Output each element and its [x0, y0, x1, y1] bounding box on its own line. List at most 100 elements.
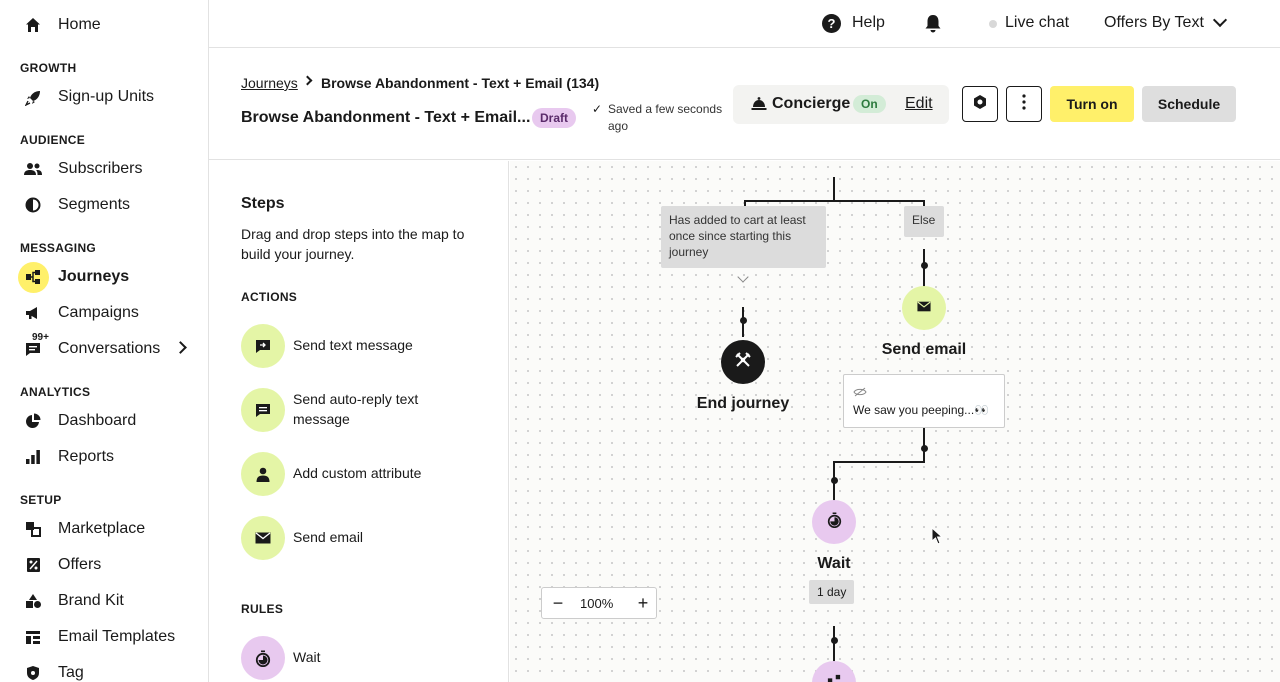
- sidebar-item-marketplace[interactable]: Marketplace: [0, 513, 208, 545]
- wait-node[interactable]: [812, 500, 856, 544]
- breadcrumb-journeys[interactable]: Journeys: [241, 75, 298, 91]
- status-badge: Draft: [532, 108, 577, 128]
- pie-chart-icon: [24, 413, 42, 429]
- top-bar: ? Help Live chat Offers By Text: [209, 0, 1280, 48]
- mouse-cursor-icon: [931, 526, 944, 550]
- concierge-edit-link[interactable]: Edit: [905, 95, 933, 112]
- sidebar-item-label: Reports: [58, 448, 115, 465]
- section-heading-audience: AUDIENCE: [20, 133, 86, 147]
- sidebar-item-label: Marketplace: [58, 520, 146, 537]
- journey-header: Journeys Browse Abandonment - Text + Ema…: [209, 49, 1280, 160]
- rocket-icon: [24, 89, 42, 106]
- step-label: Wait: [293, 649, 321, 665]
- section-heading-messaging: MESSAGING: [20, 241, 97, 255]
- email-subject: We saw you peeping...👀: [853, 403, 990, 417]
- condition-yes-branch[interactable]: Has added to cart at least once since st…: [661, 206, 826, 268]
- breadcrumb-current: Browse Abandonment - Text + Email (134): [321, 75, 600, 91]
- auto-reply-icon: [241, 388, 285, 432]
- eye-slash-icon: [853, 384, 867, 402]
- end-journey-node[interactable]: [721, 340, 765, 384]
- live-chat-status-dot: [989, 20, 997, 28]
- connector-line: [833, 626, 835, 662]
- step-send-auto-reply[interactable]: Send auto-reply text message: [241, 388, 491, 432]
- sidebar-item-dashboard[interactable]: Dashboard: [0, 405, 208, 437]
- connector-dot: [739, 316, 747, 324]
- chevron-down-icon[interactable]: [1212, 12, 1228, 28]
- sidebar-item-label: Sign-up Units: [58, 88, 155, 105]
- step-send-text-message[interactable]: Send text message: [241, 324, 491, 368]
- timer-icon: [827, 512, 842, 533]
- bell-icon[interactable]: [924, 14, 942, 38]
- envelope-icon: [241, 516, 285, 560]
- concierge-bell-icon: [751, 96, 767, 116]
- sidebar-item-subscribers[interactable]: Subscribers: [0, 153, 208, 185]
- step-send-email[interactable]: Send email: [241, 516, 491, 560]
- zoom-out-button[interactable]: −: [552, 592, 564, 613]
- section-heading-analytics: ANALYTICS: [20, 385, 91, 399]
- actions-heading: ACTIONS: [241, 290, 298, 304]
- check-icon: ✓: [592, 102, 603, 116]
- step-label: Add custom attribute: [293, 465, 422, 481]
- condition-else-branch[interactable]: Else: [904, 206, 944, 237]
- help-link[interactable]: Help: [852, 14, 885, 31]
- sidebar-item-signup-units[interactable]: Sign-up Units: [0, 81, 208, 113]
- brand-kit-icon: [24, 593, 42, 609]
- megaphone-icon: [24, 305, 42, 321]
- sidebar-item-tag[interactable]: Tag: [0, 657, 208, 682]
- users-icon: [24, 161, 42, 177]
- text-message-icon: [241, 324, 285, 368]
- send-email-label: Send email: [881, 341, 967, 358]
- home-icon: [24, 17, 42, 33]
- conversations-count-badge: 99+: [31, 332, 50, 343]
- steps-description: Drag and drop steps into the map to buil…: [241, 226, 465, 262]
- sidebar-item-journeys[interactable]: Journeys: [0, 261, 208, 293]
- sidebar-item-conversations[interactable]: Conversations: [0, 333, 208, 365]
- sidebar-item-label: Campaigns: [58, 304, 139, 321]
- wait-duration-pill[interactable]: 1 day: [809, 580, 855, 604]
- sidebar-item-label: Email Templates: [58, 628, 176, 645]
- wait-label: Wait: [817, 555, 851, 572]
- journeys-icon: [24, 269, 42, 285]
- sidebar-item-reports[interactable]: Reports: [0, 441, 208, 473]
- turn-on-button[interactable]: Turn on: [1050, 86, 1134, 122]
- connector-dot: [920, 444, 928, 452]
- connector-dot: [830, 476, 838, 484]
- sidebar-item-label: Tag: [58, 664, 84, 681]
- sidebar-item-email-templates[interactable]: Email Templates: [0, 621, 208, 653]
- next-step-node[interactable]: [812, 661, 856, 682]
- chevron-down-icon[interactable]: [737, 271, 749, 283]
- email-preview-card[interactable]: We saw you peeping...👀: [843, 374, 1005, 428]
- send-email-node[interactable]: [902, 286, 946, 330]
- help-icon[interactable]: ?: [822, 14, 841, 33]
- zoom-level: 100%: [580, 596, 614, 611]
- marketplace-icon: [24, 521, 42, 537]
- section-heading-setup: SETUP: [20, 493, 62, 507]
- steps-title: Steps: [241, 195, 285, 212]
- account-menu[interactable]: Offers By Text: [1104, 14, 1204, 31]
- zoom-in-button[interactable]: +: [637, 592, 649, 613]
- connector-line: [833, 177, 835, 201]
- step-label: Send email: [293, 529, 364, 545]
- sidebar-item-segments[interactable]: Segments: [0, 189, 208, 221]
- connector-line: [744, 200, 746, 208]
- live-chat-link[interactable]: Live chat: [1005, 14, 1070, 31]
- more-vertical-icon: [1022, 93, 1026, 115]
- step-add-custom-attribute[interactable]: Add custom attribute: [241, 452, 491, 496]
- journey-canvas[interactable]: Has added to cart at least once since st…: [510, 161, 1280, 682]
- sidebar-item-offers[interactable]: Offers: [0, 549, 208, 581]
- sidebar-item-home[interactable]: Home: [0, 9, 208, 41]
- segments-icon: [24, 197, 42, 213]
- sidebar-item-campaigns[interactable]: Campaigns: [0, 297, 208, 329]
- concierge-panel: Concierge On Edit: [733, 85, 949, 124]
- sidebar-item-label: Home: [58, 16, 101, 33]
- connector-line: [923, 200, 925, 208]
- journey-title[interactable]: Browse Abandonment - Text + Email...: [241, 109, 531, 126]
- end-journey-label: End journey: [696, 395, 790, 412]
- settings-button[interactable]: [962, 86, 998, 122]
- step-label: Send auto-reply text message: [293, 391, 419, 427]
- more-options-button[interactable]: [1006, 86, 1042, 122]
- sidebar-item-label: Dashboard: [58, 412, 137, 429]
- schedule-button[interactable]: Schedule: [1142, 86, 1236, 122]
- sidebar-item-brand-kit[interactable]: Brand Kit: [0, 585, 208, 617]
- step-wait[interactable]: Wait: [241, 636, 491, 680]
